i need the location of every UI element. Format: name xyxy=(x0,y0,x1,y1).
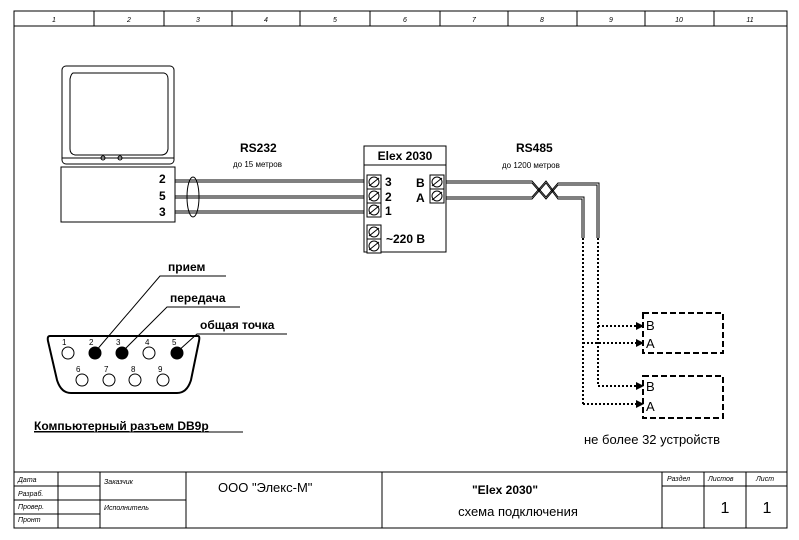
slave-device-box xyxy=(642,312,724,419)
db9-pin-number: 6 xyxy=(76,365,81,374)
title-block xyxy=(14,471,787,528)
elex-pin-label: B xyxy=(416,176,425,190)
db9-caption: Компьютерный разъем DB9p xyxy=(34,419,209,433)
ruler-numbers: 1 2 3 4 5 6 7 8 9 10 11 xyxy=(52,17,754,24)
tb-product: "Elex 2030" xyxy=(472,483,538,497)
pc-pin-label: 3 xyxy=(159,205,166,219)
elex-power-label: ~220 B xyxy=(386,232,425,246)
elex-pin-label: 1 xyxy=(385,204,392,218)
db9-pin-number: 3 xyxy=(116,338,121,347)
terminal-block-left xyxy=(366,174,382,218)
db9-label-ground: общая точка xyxy=(200,318,275,332)
db9-pin-number: 8 xyxy=(131,365,136,374)
db9-pin-number: 7 xyxy=(104,365,109,374)
elex-pin-label: 3 xyxy=(385,175,392,189)
tb-executor-label: Исполнитель xyxy=(104,505,149,512)
elex-title: Elex 2030 xyxy=(378,149,433,163)
ruler-number: 6 xyxy=(403,17,407,24)
tb-sheets-header: Листов xyxy=(707,476,734,483)
tb-section-header: Раздел xyxy=(667,475,690,483)
ruler-number: 5 xyxy=(333,17,337,24)
pc-pin-label: 2 xyxy=(159,172,166,186)
ruler-number: 7 xyxy=(472,17,477,24)
db9-leaders xyxy=(94,275,287,353)
ruler-dividers xyxy=(93,11,715,26)
tb-row-label: Разраб. xyxy=(18,490,43,498)
rs232-distance: до 15 метров xyxy=(233,160,282,169)
tb-document-title: схема подключения xyxy=(458,504,578,519)
devices-note: не более 32 устройств xyxy=(584,432,720,447)
ruler-number: 1 xyxy=(52,17,56,24)
rs485-title: RS485 xyxy=(516,141,553,155)
elex-pin-label: A xyxy=(416,191,425,205)
ruler-number: 4 xyxy=(264,17,268,24)
device-a-label: A xyxy=(646,399,655,414)
rs485-distance: до 1200 метров xyxy=(502,161,560,170)
rs485-bus-dashed xyxy=(582,238,636,405)
pc-pin-label: 5 xyxy=(159,189,166,203)
db9-pin-numbers: 1 2 3 4 5 6 7 8 9 xyxy=(62,338,177,374)
tb-sheets-count: 1 xyxy=(721,500,730,517)
db9-connector-icon xyxy=(46,335,201,394)
title-block-labels: Дата Разраб. Провер. Пронт Заказчик Испо… xyxy=(17,475,774,524)
tb-company: ООО "Элекс-М" xyxy=(218,480,313,495)
db9-pin-number: 5 xyxy=(172,338,177,347)
device-a-label: A xyxy=(646,336,655,351)
ruler-number: 8 xyxy=(540,17,544,24)
terminal-block-right xyxy=(429,174,445,204)
ruler-number: 2 xyxy=(126,17,131,24)
db9-pin-number: 2 xyxy=(89,338,94,347)
db9-pins xyxy=(61,346,184,387)
arrowheads xyxy=(636,322,644,408)
db9-pin-number: 9 xyxy=(158,365,163,374)
db9-label-receive: прием xyxy=(168,260,205,274)
elex-pin-label: 2 xyxy=(385,190,392,204)
ruler-number: 10 xyxy=(675,17,683,24)
device-b-label: B xyxy=(646,379,655,394)
tb-row-label: Дата xyxy=(17,477,37,484)
tb-sheet-header: Лист xyxy=(755,476,774,483)
db9-pin-number: 4 xyxy=(145,338,150,347)
tb-row-label: Провер. xyxy=(18,504,44,511)
ruler-number: 9 xyxy=(609,17,613,24)
tb-sheet-number: 1 xyxy=(763,500,772,517)
rs485-cable xyxy=(446,180,600,238)
tb-row-label: Пронт xyxy=(18,517,41,524)
terminal-block-power xyxy=(366,224,382,254)
db9-label-transmit: передача xyxy=(170,291,226,305)
ruler-number: 11 xyxy=(746,17,753,24)
tb-customer-label: Заказчик xyxy=(104,479,134,486)
computer-icon xyxy=(60,65,176,223)
ruler-number: 3 xyxy=(196,17,200,24)
rs232-cable xyxy=(175,176,364,218)
drawing-frame xyxy=(13,10,788,529)
device-b-label: B xyxy=(646,318,655,333)
db9-pin-number: 1 xyxy=(62,338,67,347)
rs232-title: RS232 xyxy=(240,141,277,155)
